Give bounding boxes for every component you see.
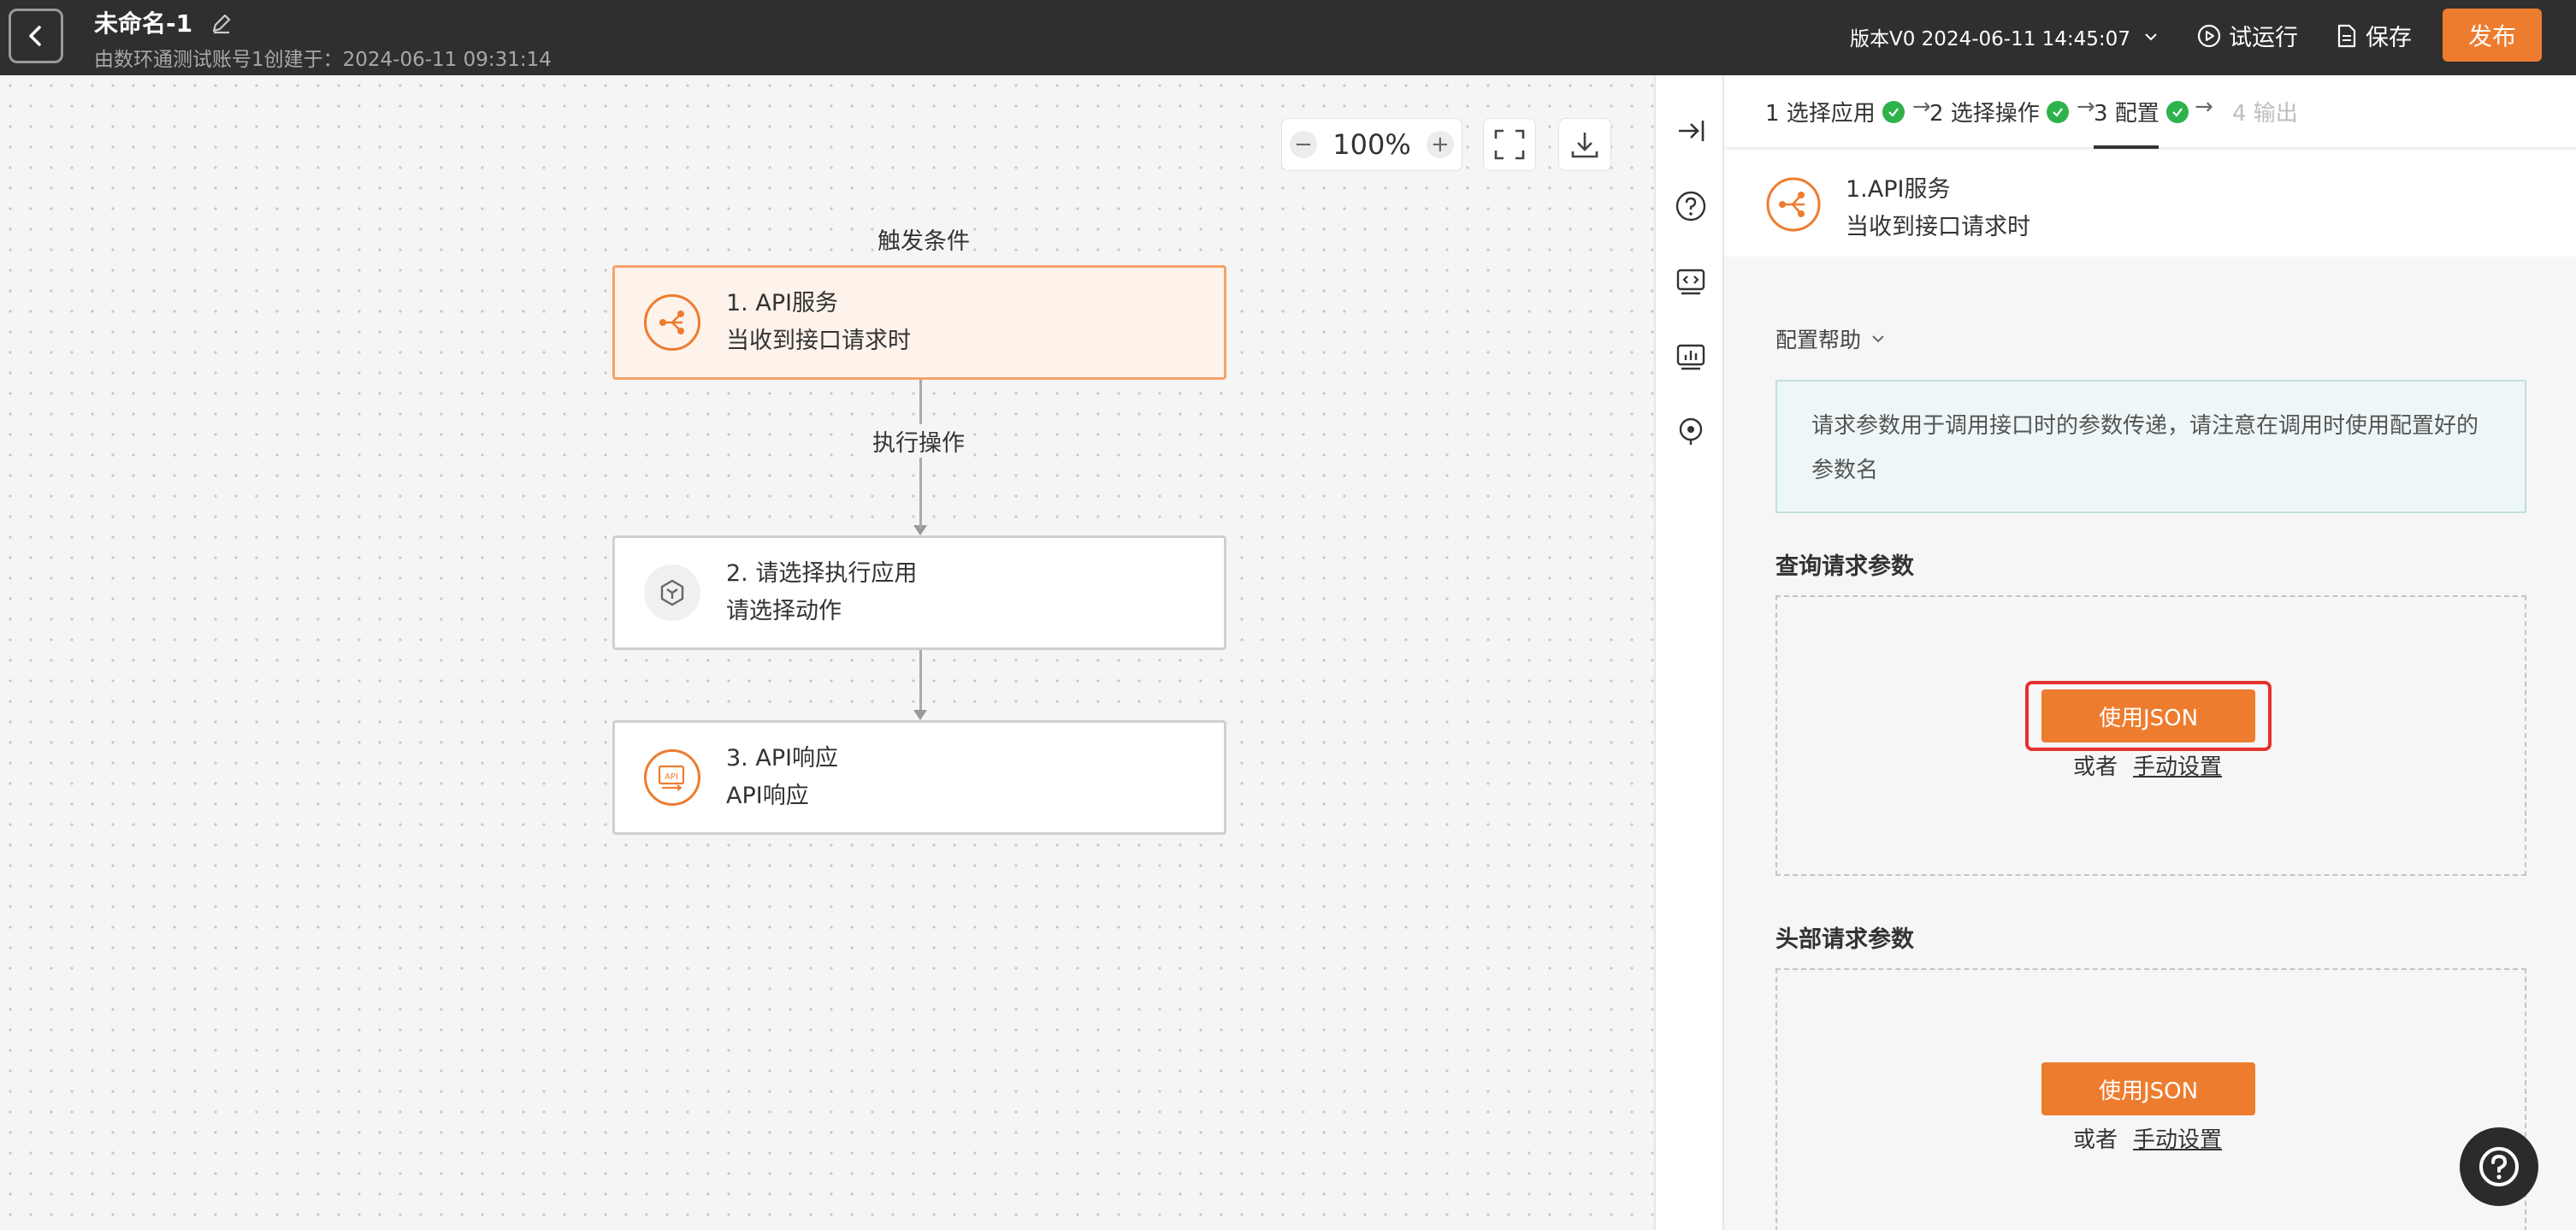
test-run-button[interactable]: 试运行 (2196, 19, 2298, 52)
edit-icon[interactable] (209, 10, 234, 36)
version-selector[interactable]: 版本V0 2024-06-11 14:45:07 (1850, 22, 2159, 51)
node-title: 2. 请选择执行应用 (726, 560, 918, 587)
selected-app-card: 1.API服务 当收到接口请求时 (1724, 151, 2576, 257)
chevron-left-icon (29, 26, 41, 46)
connector-arrow (913, 525, 927, 535)
connector-line (919, 464, 922, 529)
step-label: 3 配置 (2094, 101, 2159, 127)
step-label: 1 选择应用 (1765, 101, 1876, 127)
node-subtitle: 请选择动作 (726, 598, 842, 624)
zoom-in-button[interactable]: + (1426, 131, 1454, 158)
check-circle-icon (1882, 100, 1905, 123)
use-json-button[interactable]: 使用JSON (2041, 689, 2255, 742)
back-button[interactable] (9, 9, 63, 63)
selected-app-subtitle: 当收到接口请求时 (1846, 214, 2030, 240)
logs-button[interactable] (1673, 339, 1709, 375)
api-icon: API (644, 749, 700, 806)
play-circle-icon (2197, 24, 2221, 47)
step-2[interactable]: 2 选择操作 (1929, 96, 2069, 127)
download-button[interactable] (1558, 118, 1611, 171)
step-arrow-icon: → (2195, 94, 2213, 120)
trigger-condition-label: 触发条件 (874, 222, 973, 256)
zoom-out-button[interactable]: − (1290, 131, 1318, 158)
step-arrow-icon: → (1912, 94, 1931, 120)
share-nodes-icon (1765, 176, 1822, 233)
question-circle-icon (2479, 1147, 2519, 1186)
query-params-title: 查询请求参数 (1775, 553, 1914, 580)
header-params-title: 头部请求参数 (1775, 926, 1914, 953)
or-manual-row: 或者 手动设置 (2073, 1122, 2222, 1154)
flow-node-select-app[interactable]: 2. 请选择执行应用 请选择动作 (612, 535, 1226, 650)
document-icon (2337, 24, 2356, 47)
use-json-button[interactable]: 使用JSON (2041, 1062, 2255, 1115)
collapse-right-icon (1679, 121, 1705, 141)
highlight-ring (2025, 681, 2272, 751)
chevron-down-icon (1872, 335, 1884, 343)
save-button[interactable]: 保存 (2335, 19, 2412, 52)
selected-app-title: 1.API服务 (1846, 176, 1951, 203)
or-label: 或者 (2073, 754, 2118, 780)
fullscreen-icon (1494, 129, 1525, 160)
share-nodes-icon (644, 294, 700, 351)
config-help-label: 配置帮助 (1775, 328, 1862, 352)
fullscreen-button[interactable] (1483, 118, 1536, 171)
creator-info: 由数环通测试账号1创建于：2024-06-11 09:31:14 (94, 49, 552, 71)
step-indicator: 1 选择应用 → 2 选择操作 → 3 配置 → 4 输出 (1724, 75, 2576, 149)
collapse-panel-button[interactable] (1673, 113, 1709, 149)
step-3[interactable]: 3 配置 (2094, 96, 2189, 127)
config-help-toggle[interactable]: 配置帮助 (1775, 323, 1887, 354)
or-label: 或者 (2073, 1127, 2118, 1153)
location-button[interactable] (1673, 414, 1709, 450)
step-arrow-icon: → (2077, 94, 2095, 120)
step-4[interactable]: 4 输出 (2232, 96, 2298, 127)
floating-help-button[interactable] (2460, 1127, 2538, 1206)
flow-node-api-response[interactable]: API 3. API响应 API响应 (612, 720, 1226, 835)
flow-node-api-service[interactable]: 1. API服务 当收到接口请求时 (612, 265, 1226, 380)
flow-canvas[interactable]: − 100% + 触发条件 1. API服务 当收到接口请求时 执行操作 2. … (0, 75, 1654, 1230)
node-title: 1. API服务 (726, 290, 839, 316)
check-circle-icon (2046, 100, 2069, 123)
version-label: 版本V0 2024-06-11 14:45:07 (1850, 28, 2130, 50)
chevron-down-icon (2145, 33, 2157, 41)
test-run-label: 试运行 (2229, 25, 2298, 51)
info-notice: 请求参数用于调用接口时的参数传递，请注意在调用时使用配置好的参数名 (1775, 380, 2526, 513)
node-title: 3. API响应 (726, 745, 839, 772)
zoom-control: − 100% + (1281, 118, 1462, 171)
svg-text:API: API (665, 772, 678, 782)
top-bar: 未命名-1 由数环通测试账号1创建于：2024-06-11 09:31:14 版… (0, 0, 2576, 75)
header-params-dropzone: 使用JSON 或者 手动设置 (1775, 968, 2526, 1230)
check-circle-icon (2165, 100, 2189, 123)
active-step-underline (2094, 145, 2159, 149)
code-icon (1676, 269, 1705, 295)
step-1[interactable]: 1 选择应用 (1765, 96, 1905, 127)
cube-icon (644, 565, 700, 621)
connector-line (919, 650, 922, 718)
save-label: 保存 (2366, 25, 2412, 51)
zoom-level: 100% (1332, 128, 1411, 161)
code-view-button[interactable] (1673, 263, 1709, 299)
config-panel: 1 选择应用 → 2 选择操作 → 3 配置 → 4 输出 1.API服务 当收… (1724, 75, 2576, 1230)
manual-setup-link[interactable]: 手动设置 (2133, 754, 2223, 780)
publish-button[interactable]: 发布 (2443, 9, 2542, 62)
question-circle-icon (1675, 191, 1706, 222)
download-icon (1571, 133, 1598, 158)
side-toolbar (1654, 75, 1724, 1230)
node-subtitle: API响应 (726, 783, 809, 809)
monitor-chart-icon (1676, 344, 1705, 370)
step-label: 4 输出 (2232, 101, 2298, 127)
or-manual-row: 或者 手动设置 (2073, 749, 2222, 781)
page-title: 未命名-1 (94, 9, 193, 38)
query-params-dropzone: 使用JSON 或者 手动设置 (1775, 595, 2526, 876)
help-button[interactable] (1673, 188, 1709, 224)
node-subtitle: 当收到接口请求时 (726, 328, 911, 354)
manual-setup-link[interactable]: 手动设置 (2133, 1127, 2223, 1153)
execute-action-label: 执行操作 (869, 424, 968, 458)
connector-arrow (913, 710, 927, 720)
pin-icon (1679, 417, 1703, 445)
step-label: 2 选择操作 (1929, 101, 2040, 127)
